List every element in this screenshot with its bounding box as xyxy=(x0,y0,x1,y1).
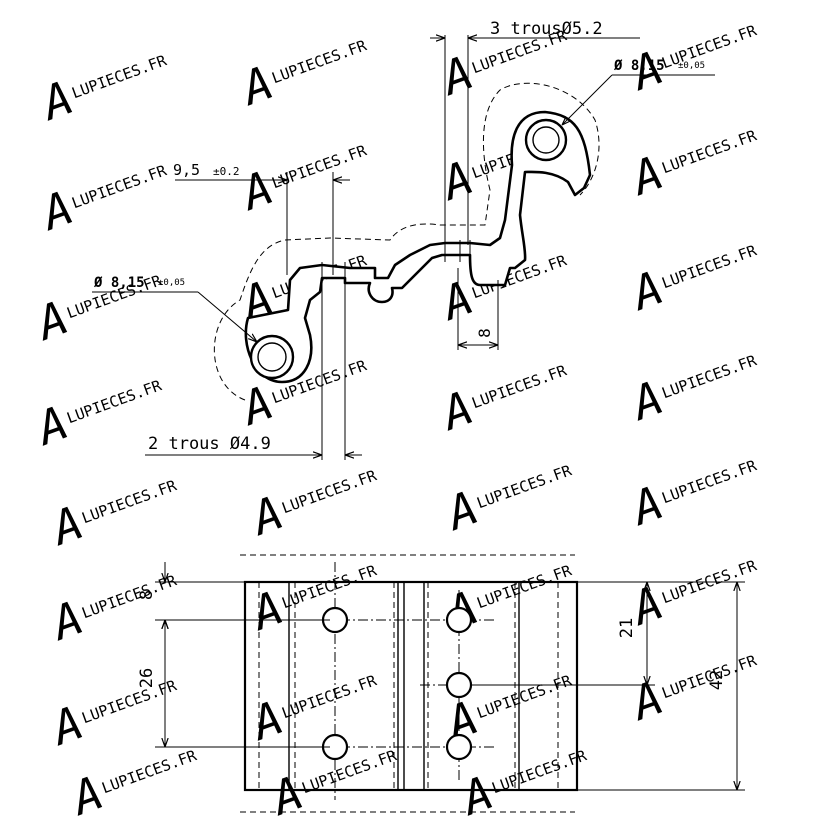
svg-text:LUPIECES.FR: LUPIECES.FR xyxy=(659,241,759,292)
label-hole-right-tol: ±0,05 xyxy=(678,61,705,71)
svg-text:LUPIECES.FR: LUPIECES.FR xyxy=(659,126,759,177)
profile-view: 3 trousØ5.2 Ø 8,15 ±0,05 9,5 ±0.2 Ø 8,15… xyxy=(92,19,715,460)
label-width-tol: ±0.2 xyxy=(213,165,240,178)
svg-text:A: A xyxy=(622,475,669,536)
svg-text:A: A xyxy=(27,290,74,351)
label-offset: 8 xyxy=(475,328,494,338)
svg-text:A: A xyxy=(242,690,289,751)
svg-text:A: A xyxy=(242,580,289,641)
svg-text:LUPIECES.FR: LUPIECES.FR xyxy=(279,561,379,612)
svg-text:A: A xyxy=(437,480,484,541)
svg-text:A: A xyxy=(232,375,279,436)
label-plan-total: 42 xyxy=(707,670,727,690)
plate-hole-right-top xyxy=(445,606,473,634)
plate-hole-right-mid xyxy=(445,671,473,699)
label-hole-left-tol: ±0,05 xyxy=(158,278,185,288)
svg-text:LUPIECES.FR: LUPIECES.FR xyxy=(279,671,379,722)
label-holes-top: 3 trousØ5.2 xyxy=(490,19,603,39)
svg-text:LUPIECES.FR: LUPIECES.FR xyxy=(659,456,759,507)
label-holes-bottom: 2 trous Ø4.9 xyxy=(148,434,271,454)
svg-text:LUPIECES.FR: LUPIECES.FR xyxy=(659,351,759,402)
pivot-hole-left-inner xyxy=(257,342,287,372)
svg-text:LUPIECES.FR: LUPIECES.FR xyxy=(279,466,379,517)
svg-text:A: A xyxy=(622,260,669,321)
label-plan-mid: 21 xyxy=(617,618,637,638)
pivot-hole-left xyxy=(249,334,295,380)
svg-text:LUPIECES.FR: LUPIECES.FR xyxy=(659,21,759,72)
pivot-hole-right xyxy=(524,118,568,162)
svg-text:A: A xyxy=(32,70,79,131)
label-width: 9,5 xyxy=(173,161,200,179)
label-plan-spacing: 26 xyxy=(137,668,157,688)
svg-text:LUPIECES.FR: LUPIECES.FR xyxy=(469,361,569,412)
label-plan-top: 8 xyxy=(137,590,157,600)
plate-outline xyxy=(243,580,579,792)
plan-view: 8 26 21 42 xyxy=(137,554,745,813)
svg-text:A: A xyxy=(42,590,89,651)
svg-text:A: A xyxy=(42,695,89,756)
svg-text:A: A xyxy=(432,150,479,211)
svg-text:A: A xyxy=(232,55,279,116)
svg-text:A: A xyxy=(262,765,309,826)
phantom-outline xyxy=(213,82,600,401)
label-hole-left-dia: Ø 8,15 xyxy=(93,275,145,291)
svg-text:LUPIECES.FR: LUPIECES.FR xyxy=(79,476,179,527)
svg-text:LUPIECES.FR: LUPIECES.FR xyxy=(99,746,199,797)
svg-text:LUPIECES.FR: LUPIECES.FR xyxy=(69,161,169,212)
svg-text:LUPIECES.FR: LUPIECES.FR xyxy=(269,141,369,192)
svg-text:LUPIECES.FR: LUPIECES.FR xyxy=(474,461,574,512)
svg-text:LUPIECES.FR: LUPIECES.FR xyxy=(64,376,164,427)
svg-text:LUPIECES.FR: LUPIECES.FR xyxy=(69,51,169,102)
svg-text:LUPIECES.FR: LUPIECES.FR xyxy=(474,561,574,612)
plate-hole-right-bottom xyxy=(445,733,473,761)
svg-text:A: A xyxy=(27,395,74,456)
label-hole-right-dia: Ø 8,15 xyxy=(613,58,665,74)
pivot-hole-right-inner xyxy=(532,126,560,154)
svg-text:A: A xyxy=(622,370,669,431)
svg-text:A: A xyxy=(622,145,669,206)
svg-text:A: A xyxy=(432,45,479,106)
svg-text:LUPIECES.FR: LUPIECES.FR xyxy=(474,671,574,722)
svg-text:A: A xyxy=(232,160,279,221)
svg-text:A: A xyxy=(452,765,499,826)
svg-text:LUPIECES.FR: LUPIECES.FR xyxy=(269,36,369,87)
svg-text:A: A xyxy=(242,485,289,546)
svg-text:A: A xyxy=(62,765,109,826)
svg-text:A: A xyxy=(42,495,89,556)
svg-text:A: A xyxy=(32,180,79,241)
svg-text:A: A xyxy=(622,670,669,731)
svg-text:A: A xyxy=(432,380,479,441)
